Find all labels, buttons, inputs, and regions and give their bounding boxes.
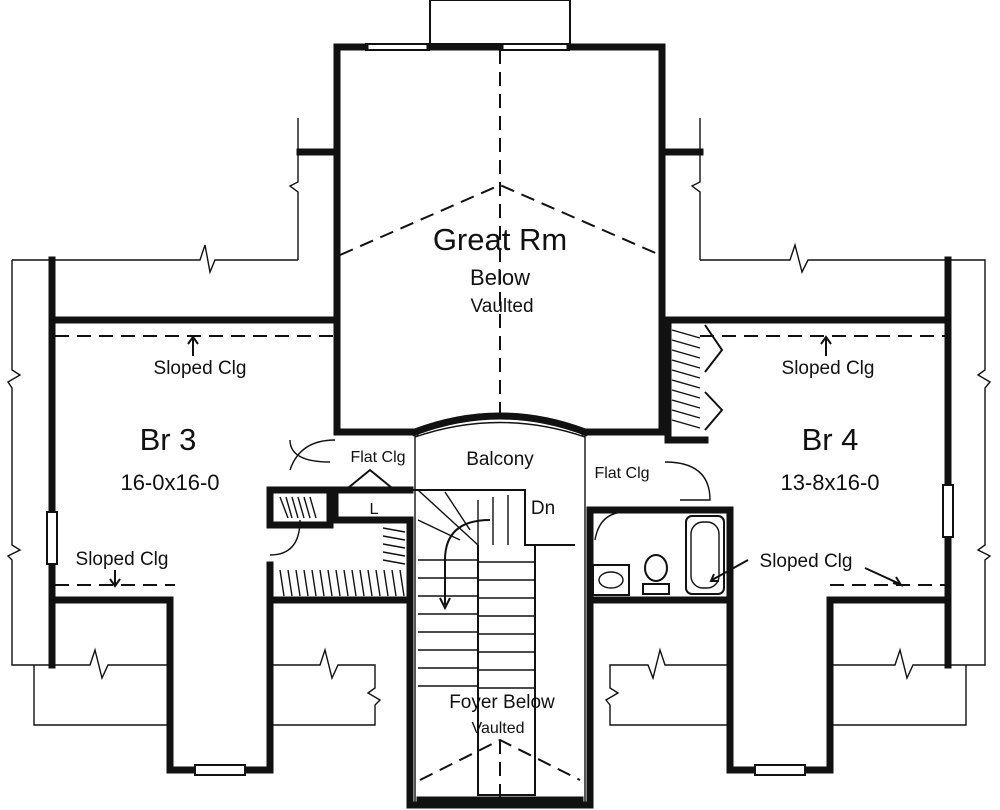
br4-sloped-clg-top: Sloped Clg [782, 358, 875, 379]
br4-sloped-clg-bottom: Sloped Clg [760, 551, 853, 572]
linen-label: L [370, 501, 379, 518]
bath [586, 506, 734, 604]
great-room-walls [333, 43, 666, 436]
chimney [429, 0, 571, 45]
tub-inner [690, 521, 720, 589]
balcony-label: Balcony [466, 449, 534, 470]
br3-sloped-clg-bottom: Sloped Clg [76, 549, 169, 570]
stair-down-label: Dn [531, 498, 555, 519]
great-room-label: Great Rm [433, 222, 567, 257]
br3-size-label: 16-0x16-0 [120, 470, 219, 495]
balcony-walls [333, 412, 666, 809]
br4-walls [604, 242, 992, 776]
right-closet [664, 316, 724, 501]
flat-clg-right: Flat Clg [594, 465, 649, 482]
great-room-vaulted-label: Vaulted [470, 296, 533, 317]
stairs [413, 489, 575, 796]
br3-lower-window [194, 764, 246, 776]
br3-window [46, 511, 58, 565]
toilet [644, 554, 668, 582]
foyer-vaulted-label: Vaulted [471, 720, 524, 737]
left-closet [266, 439, 414, 604]
br4-lower-window [754, 764, 806, 776]
br4-size-label: 13-8x16-0 [780, 470, 879, 495]
br3-sloped-clg-top: Sloped Clg [154, 358, 247, 379]
tub [685, 515, 725, 595]
sink-counter [592, 564, 630, 596]
flat-clg-left: Flat Clg [350, 449, 405, 466]
upper-wall-stubs [288, 118, 704, 260]
great-room-below-label: Below [470, 265, 530, 290]
br4-label: Br 4 [802, 422, 859, 457]
br3-label: Br 3 [140, 422, 197, 457]
great-room-ceiling-lines [339, 50, 661, 420]
sink [598, 571, 624, 589]
br4-window [942, 484, 954, 538]
br3-walls [6, 244, 382, 776]
toilet-tank [642, 583, 670, 595]
foyer-label: Foyer Below [449, 692, 555, 713]
